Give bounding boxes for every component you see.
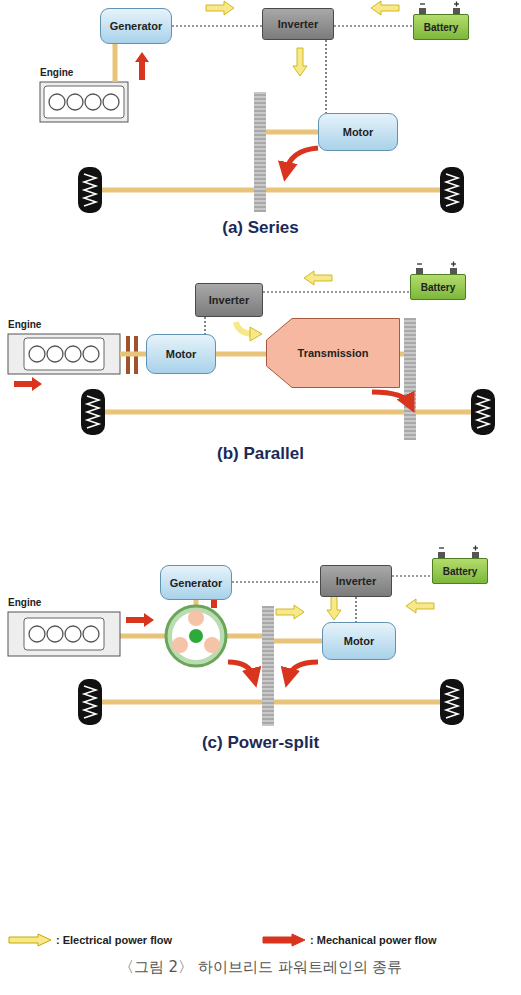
legend-arrow bbox=[9, 934, 51, 946]
shaft-connector bbox=[113, 44, 118, 82]
node-label: Inverter bbox=[278, 18, 318, 30]
engine-block: Engine bbox=[40, 82, 128, 122]
machine-box: Motor bbox=[322, 622, 396, 660]
wire-connector bbox=[204, 317, 205, 334]
legend-text: : Mechanical power flow bbox=[310, 934, 437, 946]
wire-connector bbox=[355, 597, 356, 622]
inverter-box: Inverter bbox=[195, 283, 263, 317]
node-label: Motor bbox=[166, 348, 197, 360]
machine-box: Motor bbox=[146, 334, 216, 374]
machine-box: Motor bbox=[318, 113, 398, 151]
node-label: Generator bbox=[170, 577, 223, 589]
shaft-connector bbox=[216, 352, 266, 357]
wire-connector bbox=[232, 581, 320, 582]
machine-box: Generator bbox=[160, 565, 232, 600]
engine-label: Engine bbox=[8, 597, 41, 608]
engine-block: Engine bbox=[8, 334, 120, 374]
panel-title: (a) Series bbox=[0, 218, 521, 238]
panel-title: (b) Parallel bbox=[0, 444, 521, 464]
inverter-box: Inverter bbox=[262, 8, 334, 40]
wire-connector bbox=[392, 575, 432, 576]
legend-arrow bbox=[263, 934, 305, 946]
machine-box: Generator bbox=[100, 8, 172, 44]
transmission-box: Transmission bbox=[266, 318, 400, 388]
node-label: Generator bbox=[110, 20, 163, 32]
engine-label: Engine bbox=[8, 319, 41, 330]
node-label: Inverter bbox=[336, 575, 376, 587]
node-label: Motor bbox=[343, 126, 374, 138]
engine-block: Engine bbox=[8, 612, 120, 656]
shaft-connector bbox=[120, 352, 146, 357]
figure-caption: 〈그림 2〉 하이브리드 파워트레인의 종류 bbox=[0, 958, 521, 977]
inverter-box: Inverter bbox=[320, 565, 392, 597]
battery-box: Battery bbox=[413, 14, 469, 40]
wire-connector bbox=[325, 40, 326, 113]
legend-text: : Electrical power flow bbox=[56, 934, 172, 946]
wire-connector bbox=[263, 291, 410, 292]
node-label: Battery bbox=[424, 22, 458, 33]
wire-connector bbox=[172, 25, 262, 26]
engine-label: Engine bbox=[40, 67, 73, 78]
node-label: Motor bbox=[344, 635, 375, 647]
node-label: Inverter bbox=[209, 294, 249, 306]
panel-title: (c) Power-split bbox=[0, 733, 521, 753]
node-label: Transmission bbox=[298, 347, 369, 359]
node-label: Battery bbox=[443, 566, 477, 577]
battery-box: Battery bbox=[410, 274, 466, 300]
legend-swatch bbox=[8, 933, 52, 947]
legend-swatch bbox=[262, 933, 306, 947]
node-label: Battery bbox=[421, 282, 455, 293]
battery-box: Battery bbox=[432, 558, 488, 584]
wire-connector bbox=[334, 25, 413, 26]
